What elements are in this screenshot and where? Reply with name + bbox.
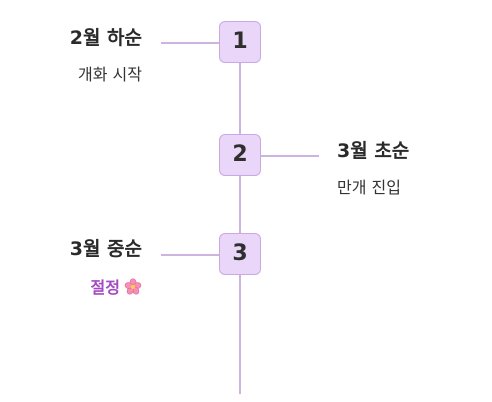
entry-3-title: 3월 중순 <box>69 238 142 260</box>
connector-3 <box>161 254 219 256</box>
entry-1-title: 2월 하순 <box>69 27 142 49</box>
connector-1 <box>161 42 219 44</box>
entry-3-description-row: 절정 <box>91 277 142 299</box>
step-badge-2: 2 <box>219 134 261 176</box>
cherry-blossom-icon <box>124 278 142 296</box>
entry-3-description: 절정 <box>90 278 120 297</box>
entry-2-description: 만개 진입 <box>337 178 401 197</box>
step-badge-1: 1 <box>219 21 261 63</box>
entry-2-title: 3월 초순 <box>337 140 410 162</box>
step-badge-3: 3 <box>219 233 261 275</box>
connector-2 <box>261 155 319 157</box>
entry-1-description: 개화 시작 <box>78 65 142 84</box>
timeline-line <box>239 42 241 394</box>
